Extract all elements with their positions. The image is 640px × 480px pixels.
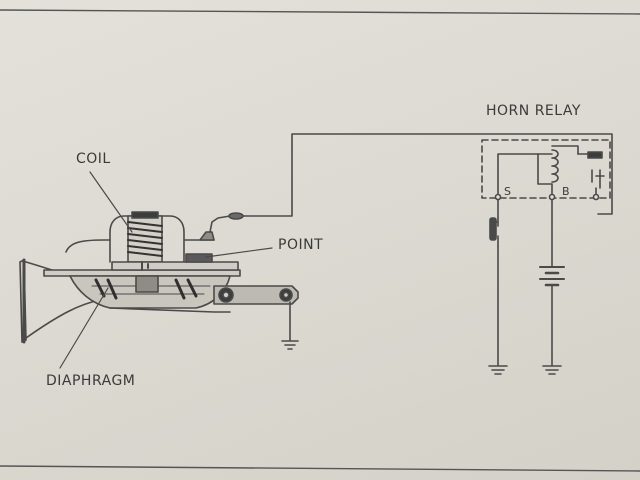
horn-ground-symbol [281,340,299,350]
relay-terminal-b [548,193,556,201]
relay-contact-switch [591,169,605,189]
relay-terminal-s [494,193,502,201]
relay-terminal-h [592,193,600,201]
contact-point [185,253,213,263]
coil-leader-line [89,171,133,233]
horn-assembly [19,211,299,350]
coil-cap [131,211,159,219]
relay-internals [497,145,605,199]
horn-lead-wire [209,215,231,233]
horn-terminal [199,231,215,241]
mounting-bracket [213,285,299,305]
switch-ground-symbol [488,365,508,375]
diaphragm-boss [135,275,159,293]
horn-to-relay-wire [242,133,613,217]
horn-relay-label: HORN RELAY [486,103,581,119]
battery-symbol [539,266,565,287]
diaphragm-label: DIAPHRAGM [46,373,136,389]
terminal-s-label: S [504,185,512,198]
wire-connector [228,212,244,220]
relay-armature [587,151,603,159]
armature-plate [111,261,239,271]
terminal-b-label: B [562,185,571,198]
battery-ground-symbol [542,365,562,375]
relay-coil [537,149,559,183]
coil-label: COIL [76,151,111,167]
bottom-rule [0,465,640,472]
horn-button-switch [489,217,499,247]
relay-housing [481,139,611,199]
diaphragm-leader-line [59,287,109,369]
point-leader-line [205,247,273,258]
point-label: POINT [278,237,324,253]
coil-windings [127,221,163,257]
top-rule [0,9,640,15]
